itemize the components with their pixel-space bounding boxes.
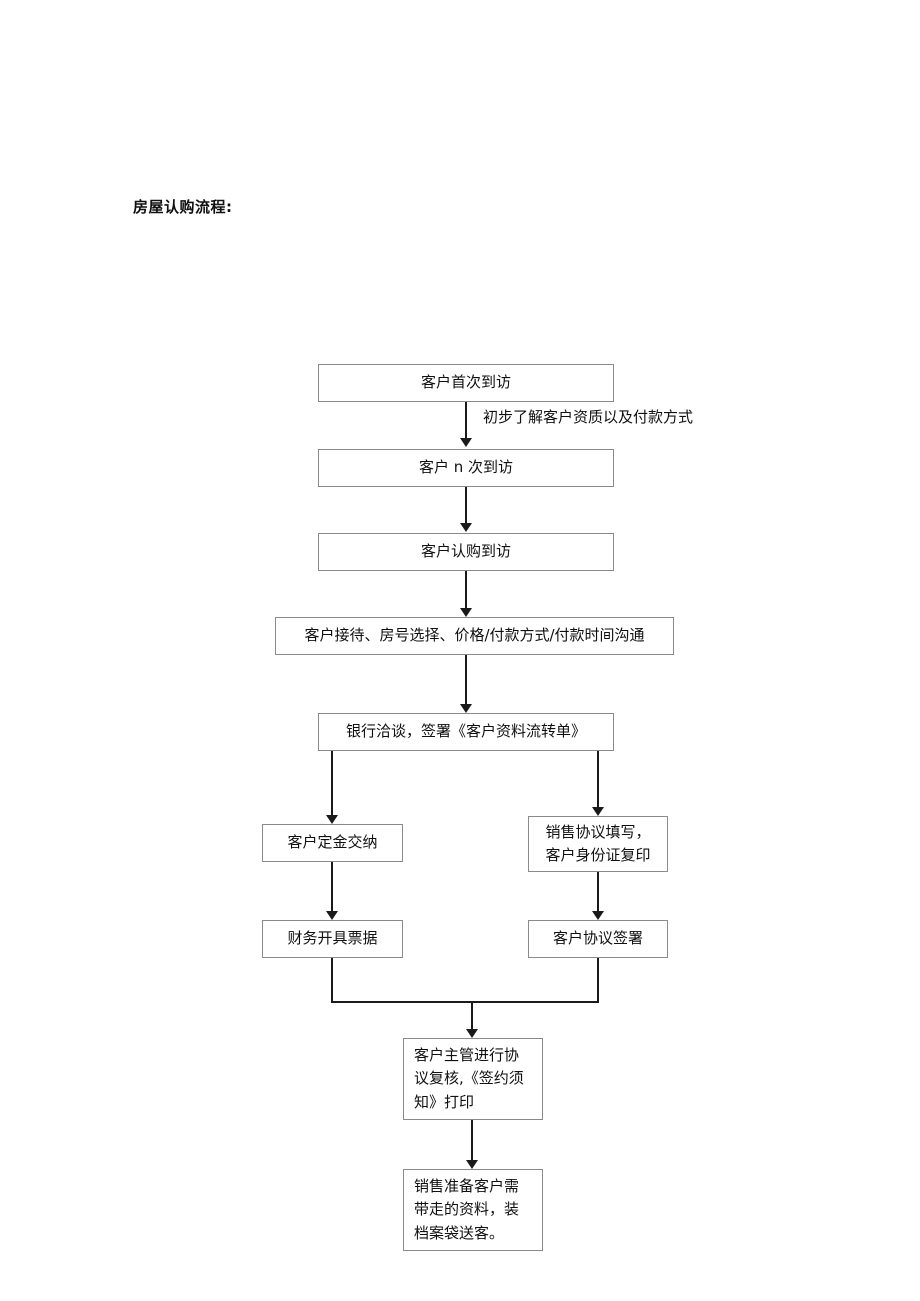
- flow-node-sales-agreement-fill-line2: 客户身份证复印: [545, 846, 651, 864]
- flow-node-nth-visit[interactable]: 客户 n 次到访: [318, 449, 614, 487]
- flow-node-sales-agreement-fill[interactable]: 销售协议填写， 客户身份证复印: [528, 816, 668, 872]
- page-title: 房屋认购流程:: [133, 198, 233, 216]
- flow-node-subscription-visit[interactable]: 客户认购到访: [318, 533, 614, 571]
- arrowhead-n10-n11: [466, 1160, 478, 1169]
- arrowhead-n5-n6: [326, 815, 338, 824]
- edge-label-first-visit: 初步了解客户资质以及付款方式: [483, 408, 694, 426]
- flow-node-supervisor-review[interactable]: 客户主管进行协 议复核,《签约须 知》打印: [403, 1038, 543, 1120]
- connector-merge-bar: [331, 1001, 599, 1003]
- flow-node-supervisor-review-line2: 议复核,《签约须: [414, 1069, 524, 1088]
- flow-node-finance-invoice[interactable]: 财务开具票据: [262, 920, 403, 958]
- connector-n5-n7: [597, 751, 599, 807]
- connector-n9-merge: [597, 958, 599, 1003]
- connector-n5-n6: [331, 751, 333, 815]
- connector-merge-n10: [471, 1001, 473, 1029]
- flow-node-prepare-documents-line3: 档案袋送客。: [414, 1223, 505, 1242]
- arrowhead-n7-n9: [592, 911, 604, 920]
- flow-node-prepare-documents-line1: 销售准备客户需: [414, 1177, 520, 1196]
- flow-node-first-visit[interactable]: 客户首次到访: [318, 364, 614, 402]
- flow-node-prepare-documents-line2: 带走的资料，装: [414, 1200, 520, 1219]
- connector-n7-n9: [597, 872, 599, 911]
- arrowhead-n3-n4: [460, 608, 472, 617]
- arrowhead-n6-n8: [326, 911, 338, 920]
- arrowhead-n5-n7: [592, 807, 604, 816]
- flow-node-sales-agreement-fill-line1: 销售协议填写，: [545, 822, 651, 841]
- connector-n3-n4: [465, 571, 467, 608]
- flow-node-supervisor-review-line1: 客户主管进行协: [414, 1046, 520, 1065]
- connector-n2-n3: [465, 487, 467, 523]
- connector-n6-n8: [331, 862, 333, 911]
- connector-n10-n11: [471, 1120, 473, 1160]
- arrowhead-n2-n3: [460, 523, 472, 532]
- arrowhead-n1-n2: [460, 438, 472, 447]
- flow-node-deposit-payment[interactable]: 客户定金交纳: [262, 824, 403, 862]
- connector-n8-merge: [331, 958, 333, 1003]
- flow-node-prepare-documents[interactable]: 销售准备客户需 带走的资料，装 档案袋送客。: [403, 1169, 543, 1251]
- flow-node-customer-signing[interactable]: 客户协议签署: [528, 920, 668, 958]
- flow-node-reception-and-terms[interactable]: 客户接待、房号选择、价格/付款方式/付款时间沟通: [275, 617, 674, 655]
- connector-n1-n2: [465, 402, 467, 438]
- flow-node-supervisor-review-line3: 知》打印: [414, 1092, 475, 1111]
- flow-node-bank-negotiation[interactable]: 银行洽谈，签署《客户资料流转单》: [318, 713, 614, 751]
- connector-n4-n5: [465, 655, 467, 704]
- arrowhead-merge-n10: [466, 1029, 478, 1038]
- arrowhead-n4-n5: [460, 704, 472, 713]
